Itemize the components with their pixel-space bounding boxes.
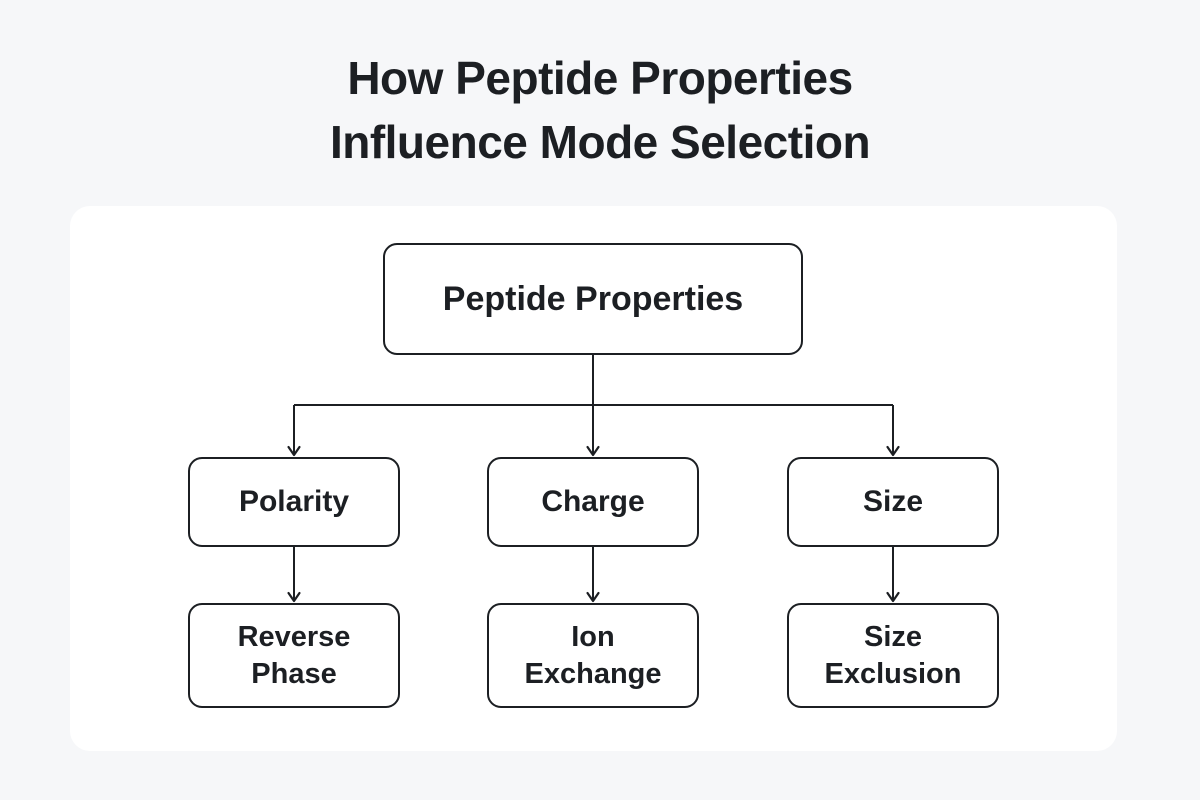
node-peptide-properties: Peptide Properties — [383, 243, 803, 355]
node-reverse-phase: Reverse Phase — [188, 603, 400, 708]
node-reverse-phase-label: Reverse Phase — [237, 620, 351, 690]
node-size: Size — [787, 457, 999, 547]
node-size-exclusion: Size Exclusion — [787, 603, 999, 708]
node-polarity-label: Polarity — [238, 485, 350, 518]
node-polarity: Polarity — [188, 457, 400, 547]
node-ion-exchange: Ion Exchange — [487, 603, 699, 708]
node-size-label: Size — [862, 485, 924, 518]
page-title-line-2: Influence Mode Selection — [329, 116, 871, 168]
page-title: How Peptide Properties Influence Mode Se… — [0, 46, 1200, 174]
node-charge: Charge — [487, 457, 699, 547]
node-size-exclusion-label: Size Exclusion — [824, 620, 962, 690]
node-ion-exchange-label: Ion Exchange — [524, 620, 662, 690]
diagram-panel: Peptide Properties Polarity Charge Size … — [70, 206, 1117, 751]
node-peptide-properties-label: Peptide Properties — [442, 279, 744, 318]
page-title-line-1: How Peptide Properties — [347, 52, 853, 104]
node-charge-label: Charge — [541, 485, 645, 518]
